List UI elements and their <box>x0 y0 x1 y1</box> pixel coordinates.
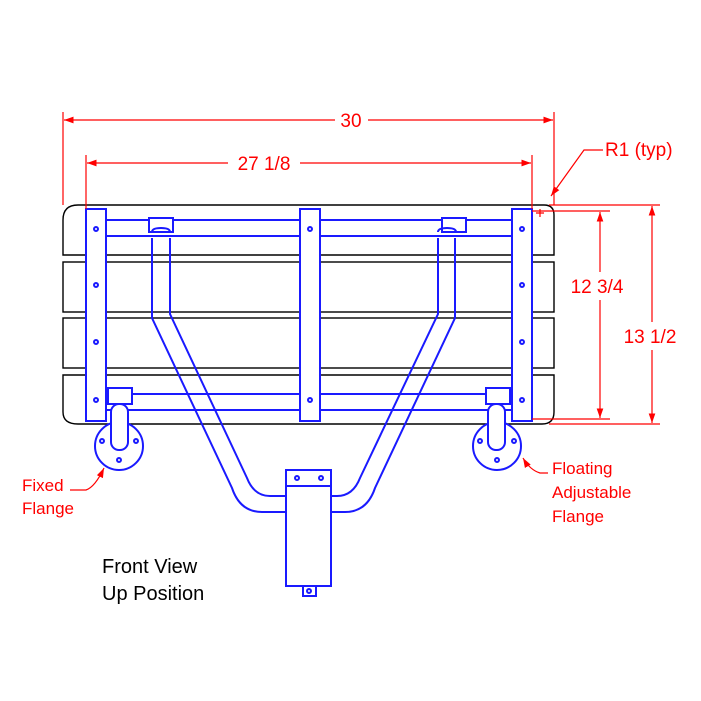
right-lower-bracket <box>485 387 511 405</box>
fixed-flange-label: Fixed Flange <box>22 476 74 518</box>
view-caption: Front View Up Position <box>102 556 204 605</box>
radius-center-mark <box>536 209 544 217</box>
right-strap <box>511 208 533 422</box>
corner-radius-label: R1 (typ) <box>605 140 673 161</box>
center-strap <box>299 208 321 422</box>
support-arm <box>151 238 286 513</box>
slat-4 <box>62 374 555 425</box>
inner-height-label: 12 3/4 <box>571 277 624 298</box>
floating-flange-leader <box>522 457 548 474</box>
seat-frame <box>85 208 533 597</box>
dimension-lines <box>62 112 660 491</box>
floating-flange <box>472 403 522 471</box>
left-strap <box>85 208 107 422</box>
slat-1 <box>62 204 555 256</box>
inner-width-label: 27 1/8 <box>238 154 291 175</box>
left-lower-bracket <box>107 387 133 405</box>
fixed-flange <box>94 403 144 471</box>
dimension-labels: 30 27 1/8 R1 (typ) 12 3/4 13 1/2 Fixed F… <box>22 111 676 526</box>
leg-bracket <box>285 469 332 587</box>
overall-height-label: 13 1/2 <box>624 327 677 348</box>
overall-width-label: 30 <box>340 111 361 132</box>
radius-leader <box>550 149 603 197</box>
fixed-flange-leader <box>70 467 105 491</box>
floating-flange-label: Floating Adjustable Flange <box>552 459 636 526</box>
